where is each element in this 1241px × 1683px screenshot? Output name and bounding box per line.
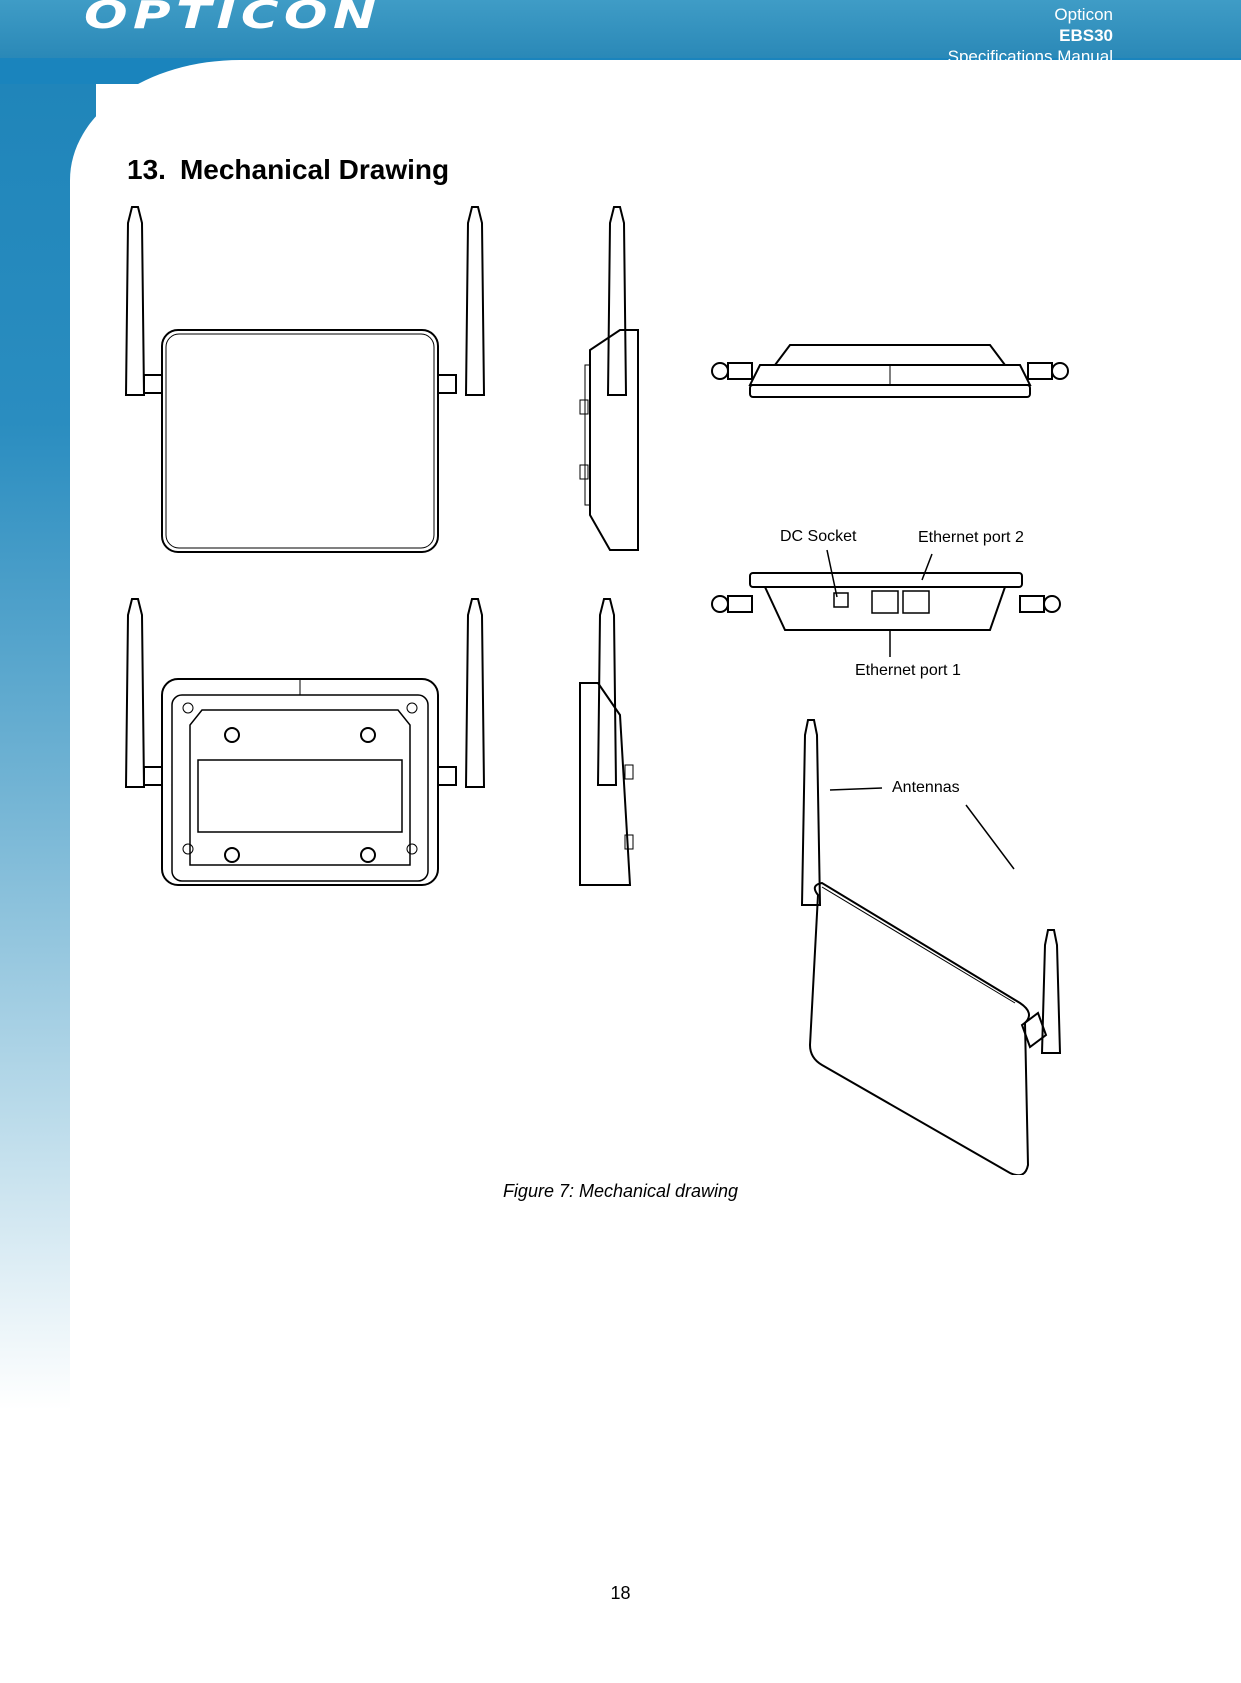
page-number: 18: [610, 1583, 631, 1603]
label-antennas: Antennas: [892, 779, 960, 796]
header-info: Opticon EBS30 Specifications Manual: [948, 4, 1113, 67]
section-heading: 13. Mechanical Drawing: [127, 154, 449, 186]
rear-view: [124, 598, 486, 886]
front-view: [124, 206, 486, 553]
header-product: EBS30: [1059, 26, 1113, 45]
bottom-view: [711, 572, 1061, 631]
header-doc-type: Specifications Manual: [947, 47, 1113, 66]
side-view-bottom: [579, 598, 634, 886]
figure-caption: Figure 7: Mechanical drawing: [502, 1181, 739, 1201]
isometric-view: [800, 719, 1062, 1175]
label-dc-socket: DC Socket: [780, 528, 857, 545]
section-title: Mechanical Drawing: [179, 154, 450, 185]
section-number: 13.: [127, 154, 166, 185]
opticon-logo: OPTICON: [84, 0, 382, 37]
label-ethernet-port-2: Ethernet port 2: [918, 529, 1024, 546]
mechanical-drawing: DC Socket Ethernet port 2 Ethernet port …: [124, 206, 1069, 1175]
top-view: [711, 344, 1069, 398]
label-ethernet-port-1: Ethernet port 1: [855, 662, 961, 679]
side-view-top: [579, 206, 639, 551]
header-company: Opticon: [1054, 5, 1113, 24]
